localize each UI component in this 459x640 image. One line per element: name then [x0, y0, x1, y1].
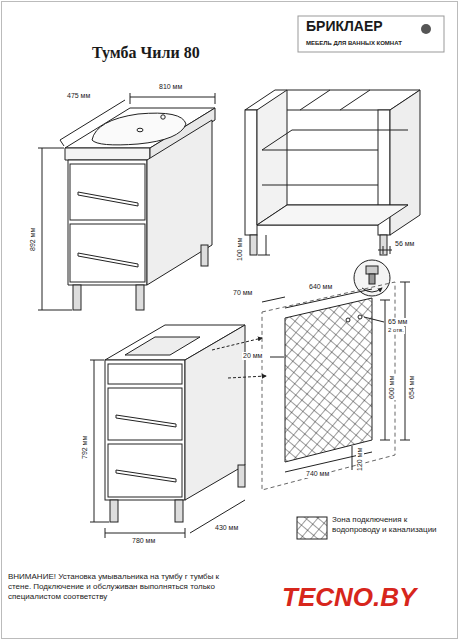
- title: Тумба Чили 80: [92, 44, 200, 62]
- warning-note: ВНИМАНИЕ! Установка умывальника на тумбу…: [8, 572, 240, 602]
- legend-text: Зона подключения к водопроводу и канализ…: [332, 515, 450, 534]
- dimension: 56 мм: [394, 240, 415, 248]
- dimension: 120 мм: [356, 447, 364, 472]
- watermark: TECNO.BY: [282, 583, 416, 612]
- dimension: 65 мм: [387, 318, 408, 326]
- dimension: 654 мм: [408, 375, 416, 400]
- dimension: 475 мм: [66, 92, 91, 100]
- wall-zone: [262, 282, 410, 490]
- dimension: 100 мм: [236, 237, 244, 262]
- dimension: 430 мм: [214, 524, 239, 532]
- legend-swatch: [297, 517, 327, 539]
- dimension: 892 мм: [29, 227, 37, 252]
- dimension: 640 мм: [308, 283, 333, 291]
- dimension: 810 мм: [158, 83, 183, 91]
- dimension: 20 мм: [242, 352, 263, 360]
- hole-count: 2 отв.: [387, 327, 405, 334]
- dimension: 780 мм: [131, 537, 156, 545]
- dimension: 792 мм: [81, 435, 89, 460]
- vanity-with-basin: [38, 93, 215, 310]
- brand-name: БРИКЛАЕР: [306, 19, 383, 34]
- dimension: 740 мм: [305, 470, 330, 478]
- dimension: 70 мм: [232, 289, 253, 297]
- dimension: 600 мм: [388, 375, 396, 400]
- brand-tagline: МЕБЕЛЬ ДЛЯ ВАННЫХ КОМНАТ: [306, 40, 402, 47]
- carcass-view: [245, 90, 420, 296]
- vanity-body: [90, 325, 266, 538]
